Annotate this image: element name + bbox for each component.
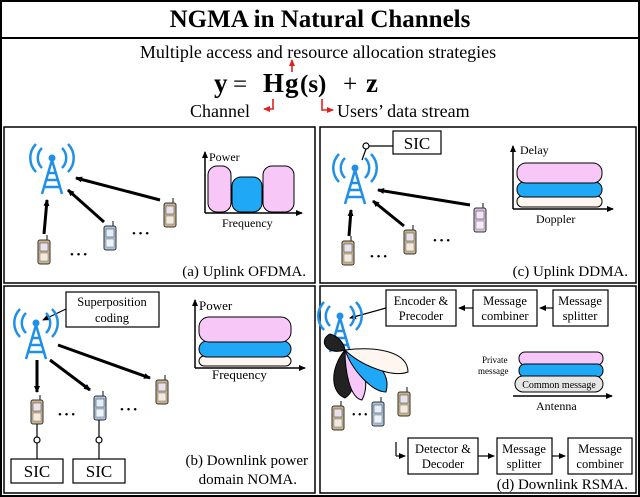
panel-a-caption: (a) Uplink OFDMA. bbox=[182, 264, 306, 280]
antenna-axis-label: Antenna bbox=[536, 399, 577, 413]
dots-label: • • • bbox=[352, 410, 368, 421]
panel-d-frame bbox=[319, 285, 637, 494]
doppler-axis-label: Doppler bbox=[536, 212, 575, 226]
detector-label-line1: Detector & bbox=[415, 442, 471, 456]
combiner-label-line2: combiner bbox=[481, 309, 529, 323]
splitter-label-line2: splitter bbox=[563, 309, 599, 323]
sic-label: SIC bbox=[24, 462, 50, 481]
uplink-arrow bbox=[347, 209, 354, 237]
common-message-layer bbox=[514, 375, 604, 393]
equation: y = H g (s) + z bbox=[214, 68, 378, 98]
sic-node bbox=[33, 436, 41, 444]
ofdma-block-1 bbox=[207, 165, 232, 213]
panel-b-caption-line1: (b) Downlink power bbox=[186, 453, 308, 469]
pipeline-arrow bbox=[349, 307, 387, 320]
panel-a-frame bbox=[3, 126, 316, 284]
superposition-label-line2: coding bbox=[95, 311, 130, 325]
downlink-arrow bbox=[49, 358, 91, 392]
dots-label: • • • bbox=[58, 409, 75, 421]
sic-label: SIC bbox=[404, 134, 430, 153]
downlink-arrow bbox=[57, 343, 151, 380]
private-message-layer-1 bbox=[518, 351, 604, 366]
dots-label: • • • bbox=[70, 249, 87, 261]
encoder-label-line1: Encoder & bbox=[394, 294, 449, 308]
eq-H: H bbox=[263, 68, 284, 98]
combiner2-label-line1: Message bbox=[578, 442, 622, 456]
uplink-arrow bbox=[75, 176, 161, 202]
sic-box bbox=[392, 130, 442, 155]
encoder-precoder-box bbox=[385, 289, 457, 327]
ddma-layer-3 bbox=[516, 195, 603, 208]
noma-layer-2 bbox=[198, 340, 292, 358]
private-message-line2: message bbox=[478, 366, 509, 376]
panel-b: Superposition coding • • • • • • SIC SIC… bbox=[10, 291, 308, 488]
private-message-line1: Private bbox=[482, 355, 508, 365]
panel-c-caption: (c) Uplink DDMA. bbox=[513, 264, 628, 280]
frequency-axis-label: Frequency bbox=[222, 216, 273, 230]
figure-title: NGMA in Natural Channels bbox=[170, 6, 471, 33]
uplink-arrow bbox=[372, 199, 405, 228]
dots-label: • • • bbox=[132, 228, 149, 240]
encoder-label-line2: Precoder bbox=[399, 309, 444, 323]
panel-b-frame bbox=[3, 285, 316, 494]
sic-box bbox=[10, 458, 64, 484]
power-axis-label: Power bbox=[209, 150, 240, 164]
dots-label: • • • bbox=[120, 404, 137, 416]
message-splitter-box bbox=[552, 289, 609, 327]
panel-b-caption-line2: domain NOMA. bbox=[199, 472, 297, 488]
channel-pointer-arrow bbox=[263, 99, 274, 112]
uplink-arrow bbox=[67, 188, 105, 224]
dots-label: • • • bbox=[433, 235, 450, 247]
sic-label: SIC bbox=[86, 462, 112, 481]
sic-box bbox=[72, 458, 126, 484]
sic-node bbox=[362, 142, 370, 150]
common-message-label: Common message bbox=[522, 380, 596, 391]
splitter-label-line1: Message bbox=[558, 294, 602, 308]
panel-c: SIC • • • • • • Delay Doppler (c) Uplink… bbox=[332, 130, 628, 280]
eq-y: y bbox=[214, 68, 228, 98]
ddma-layer-1 bbox=[516, 162, 603, 184]
power-axis-label: Power bbox=[199, 298, 233, 313]
eq-s: (s) bbox=[300, 71, 326, 98]
eq-z: z bbox=[366, 68, 378, 98]
beam-pattern bbox=[323, 333, 409, 401]
splitter2-label-line1: Message bbox=[502, 442, 546, 456]
eq-equals: = bbox=[233, 71, 247, 98]
data-stream-label: Users’ data stream bbox=[337, 101, 470, 121]
channel-label: Channel bbox=[190, 101, 250, 121]
panel-c-frame bbox=[319, 126, 637, 284]
uplink-arrow bbox=[42, 199, 50, 235]
sic-connector bbox=[361, 148, 367, 161]
detector-label-line2: Decoder bbox=[422, 457, 465, 471]
message-combiner-box-2 bbox=[567, 437, 633, 475]
eq-g: g bbox=[285, 68, 299, 98]
private-message-layer-2 bbox=[518, 363, 604, 378]
eq-plus: + bbox=[343, 71, 357, 98]
sic-node bbox=[95, 436, 103, 444]
panel-d-caption: (d) Downlink RSMA. bbox=[497, 477, 628, 493]
noma-layer-1 bbox=[198, 316, 292, 343]
message-combiner-box bbox=[472, 289, 538, 327]
frequency-axis-label: Frequency bbox=[212, 367, 267, 382]
ofdma-block-2 bbox=[231, 176, 263, 213]
ddma-layer-2 bbox=[516, 181, 603, 198]
panel-a: • • • • • • Power Frequency (a) Uplink O… bbox=[29, 142, 306, 280]
delay-axis-label: Delay bbox=[520, 143, 549, 157]
splitter2-label-line2: splitter bbox=[507, 457, 543, 471]
combiner-label-line1: Message bbox=[483, 294, 527, 308]
stream-pointer-arrow bbox=[321, 99, 334, 113]
panel-d: Encoder & Precoder Message combiner Mess… bbox=[317, 289, 633, 493]
uplink-arrow bbox=[377, 188, 471, 207]
subtitle: Multiple access and resource allocation … bbox=[140, 42, 496, 62]
superposition-label-line1: Superposition bbox=[77, 295, 147, 309]
combiner2-label-line2: combiner bbox=[576, 457, 624, 471]
dots-label: • • • bbox=[370, 251, 387, 263]
ofdma-block-3 bbox=[262, 165, 295, 213]
